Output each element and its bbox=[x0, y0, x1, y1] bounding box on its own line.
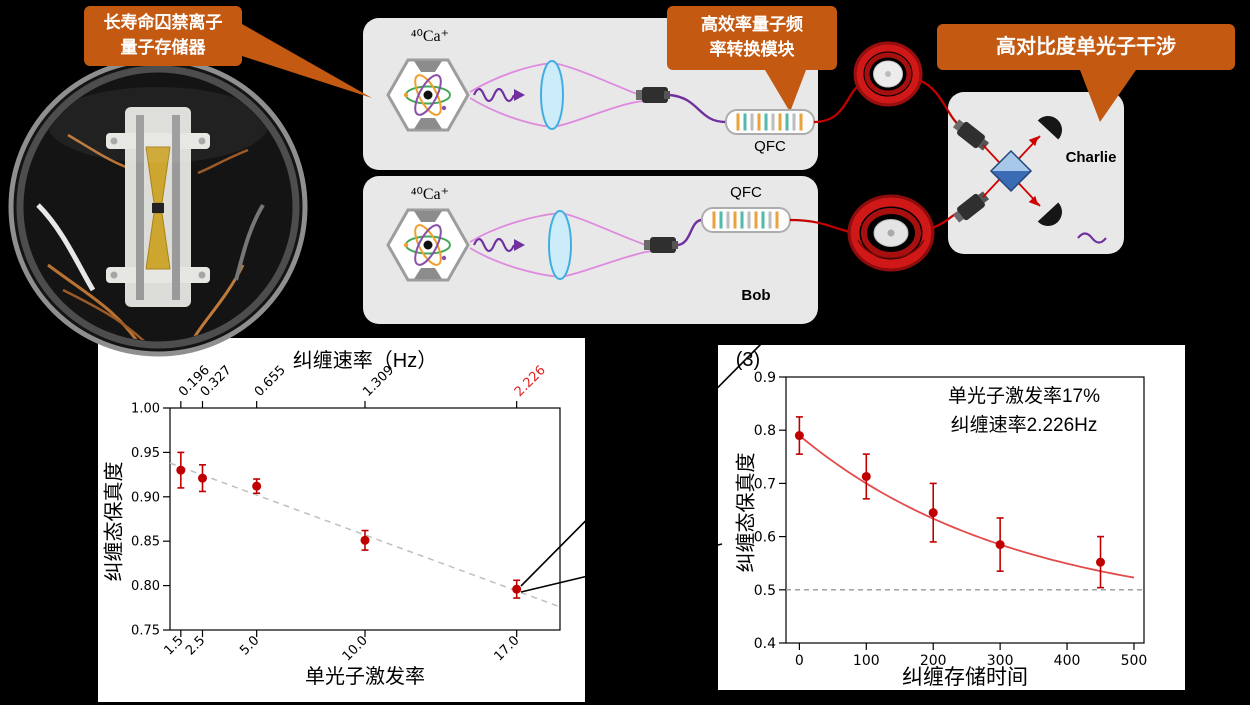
fiber-spool-1 bbox=[853, 41, 923, 107]
chart2-y-axis-title: 纠缠态保真度 bbox=[735, 452, 758, 573]
photon-wave-icon-2 bbox=[472, 237, 525, 253]
ion-chamber-icon-1 bbox=[386, 58, 470, 132]
ion-trap-photo-graphic bbox=[8, 57, 308, 357]
fiber-red-2a bbox=[789, 218, 851, 234]
callout-memory-tail bbox=[242, 24, 372, 98]
svg-text:300: 300 bbox=[987, 653, 1014, 669]
callout-memory-line1: 长寿命囚禁离子 bbox=[103, 13, 223, 33]
fiber-red-1a bbox=[813, 85, 859, 124]
ion-species-label-1: ⁴⁰Ca⁺ bbox=[410, 28, 450, 45]
chart1-top-axis-title: 纠缠速率（Hz） bbox=[292, 350, 438, 372]
ion-chamber-icon-2 bbox=[386, 208, 470, 282]
fiber-coupler-2 bbox=[644, 237, 678, 253]
beamsplitter-icon bbox=[991, 151, 1031, 171]
atom-nucleus bbox=[423, 240, 433, 250]
svg-text:0.75: 0.75 bbox=[131, 624, 160, 639]
data-point bbox=[861, 453, 871, 500]
data-point bbox=[176, 451, 186, 489]
chart1-y-axis-title: 纠缠态保真度 bbox=[103, 461, 126, 582]
qfc-label-1: QFC bbox=[754, 138, 786, 155]
chart2-annotation-line1: 单光子激发率17% bbox=[947, 386, 1101, 407]
svg-text:0: 0 bbox=[795, 653, 804, 669]
svg-text:0.5: 0.5 bbox=[754, 583, 776, 599]
detector-icon bbox=[1037, 116, 1062, 140]
svg-text:2.5: 2.5 bbox=[183, 633, 208, 658]
svg-text:5.0: 5.0 bbox=[237, 633, 262, 658]
charlie-label: Charlie bbox=[1065, 149, 1117, 166]
ion-species-label-2: ⁴⁰Ca⁺ bbox=[410, 186, 450, 203]
svg-text:0.95: 0.95 bbox=[131, 446, 160, 461]
chart2-x-axis-title: 纠缠存储时间 bbox=[902, 666, 1028, 689]
ion-trap-photo bbox=[8, 55, 308, 360]
chart2-annotation-line2: 纠缠速率2.226Hz bbox=[950, 414, 1098, 436]
fiber-spool-2 bbox=[847, 194, 935, 272]
qfc-module-2 bbox=[701, 207, 791, 233]
svg-text:0.90: 0.90 bbox=[131, 490, 160, 505]
fit-curve bbox=[798, 434, 1135, 579]
fiber-purple-1 bbox=[669, 93, 727, 124]
fidelity-vs-excitation-chart: 0.750.800.850.900.951.001.50.1962.50.327… bbox=[131, 363, 561, 664]
callout-memory: 长寿命囚禁离子 量子存储器 bbox=[84, 6, 242, 66]
chart1-x-axis-title: 单光子激发率 bbox=[305, 666, 425, 688]
callout-qfc-tail bbox=[765, 70, 806, 112]
callout-interference-tail bbox=[1080, 70, 1136, 122]
svg-text:100: 100 bbox=[853, 653, 880, 669]
chart2-annotation: 单光子激发率17% 纠缠速率2.226Hz bbox=[914, 383, 1134, 440]
beam-arrow bbox=[1028, 136, 1039, 147]
collection-lens-2 bbox=[548, 210, 572, 280]
charlie-station-panel bbox=[948, 92, 1124, 254]
output-pigtail bbox=[1077, 232, 1107, 244]
data-point bbox=[995, 517, 1005, 572]
beam-arrow bbox=[1028, 195, 1039, 206]
copper-wire bbox=[67, 133, 127, 169]
atom-nucleus bbox=[423, 90, 433, 100]
svg-text:0.85: 0.85 bbox=[131, 535, 160, 550]
callout-qfc-line2: 率转换模块 bbox=[709, 40, 795, 59]
gray-cable bbox=[234, 203, 265, 281]
svg-text:200: 200 bbox=[920, 653, 947, 669]
fiber-coupler-1 bbox=[636, 87, 670, 103]
data-point bbox=[928, 482, 938, 543]
experiment-schematic bbox=[242, 18, 1136, 324]
callout-interference: 高对比度单光子干涉 bbox=[937, 24, 1235, 70]
qfc-label-2: QFC bbox=[730, 184, 762, 201]
svg-text:0.9: 0.9 bbox=[754, 370, 776, 386]
collection-lens-1 bbox=[540, 60, 564, 130]
chart2-corner-label: (3) bbox=[735, 349, 761, 371]
fiber-purple-2 bbox=[677, 218, 703, 247]
qfc-module-1 bbox=[725, 109, 815, 135]
bob-label: Bob bbox=[741, 287, 771, 304]
data-point bbox=[360, 529, 370, 551]
data-point bbox=[512, 579, 522, 599]
detector-icon bbox=[1037, 202, 1062, 226]
charlie-optics bbox=[952, 116, 1107, 244]
callout-memory-line2: 量子存储器 bbox=[120, 38, 206, 57]
white-wire bbox=[36, 203, 96, 292]
svg-text:0.80: 0.80 bbox=[131, 579, 160, 594]
data-point bbox=[794, 416, 804, 455]
svg-text:0.4: 0.4 bbox=[754, 636, 776, 652]
callout-qfc-line1: 高效率量子频 bbox=[701, 15, 803, 35]
data-point bbox=[252, 478, 262, 495]
svg-text:1.5: 1.5 bbox=[161, 633, 186, 658]
data-point bbox=[1096, 535, 1106, 589]
data-point bbox=[198, 464, 207, 493]
copper-wire bbox=[197, 148, 249, 175]
photon-wave-icon-1 bbox=[472, 87, 525, 103]
svg-text:1.00: 1.00 bbox=[131, 402, 160, 417]
svg-text:400: 400 bbox=[1054, 653, 1081, 669]
callout-interference-label: 高对比度单光子干涉 bbox=[996, 35, 1176, 58]
copper-wire bbox=[47, 263, 145, 341]
svg-text:500: 500 bbox=[1121, 653, 1148, 669]
callout-qfc: 高效率量子频 率转换模块 bbox=[667, 6, 837, 70]
copper-wire bbox=[62, 288, 159, 341]
